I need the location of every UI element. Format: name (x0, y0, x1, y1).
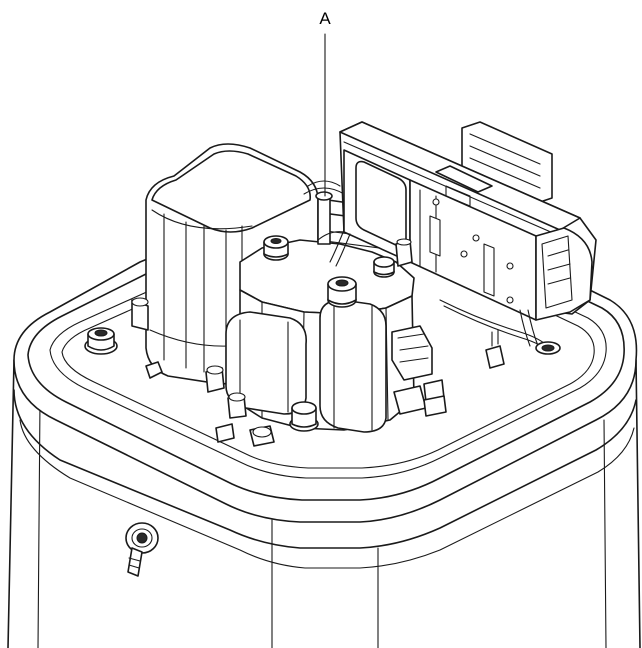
valve-knob-left (263, 235, 289, 261)
valve-knob-right (373, 256, 395, 278)
control-board (317, 121, 597, 369)
callout-a-label: A (319, 9, 331, 28)
valve-block (205, 180, 447, 447)
drain-fitting (125, 522, 159, 577)
lid-knob-left (84, 327, 118, 355)
cabinet-body (7, 359, 641, 648)
left-tank (131, 143, 319, 385)
valve-knob-center (327, 276, 357, 308)
callout-a: A (319, 9, 331, 197)
bottom-fitting (289, 401, 319, 432)
